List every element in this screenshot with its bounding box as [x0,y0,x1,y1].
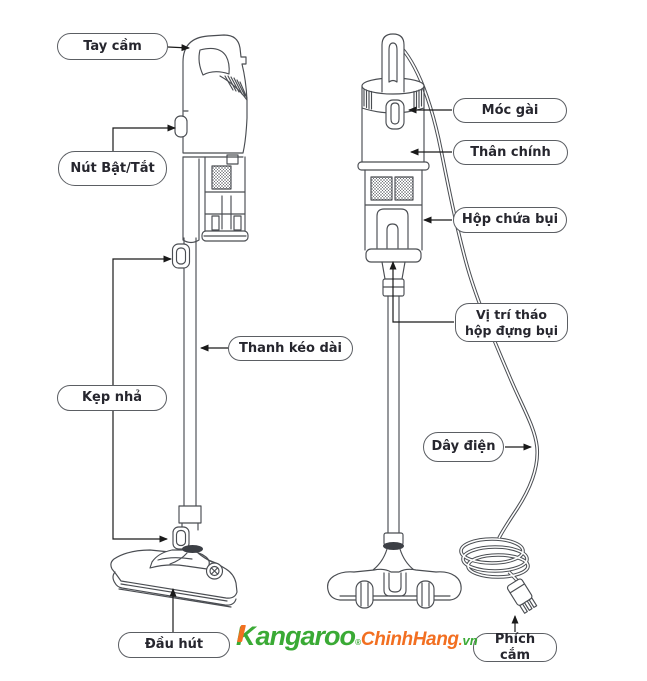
kangaroo-chinhhang-logo: Kangaroo®ChinhHang.vn [236,621,478,652]
power-plug [506,578,538,614]
logo-brand-rest: angaroo [255,621,357,651]
power-cord [396,42,540,586]
logo-domain-dot: . [458,632,463,648]
label-nut-bat-tat: Nút Bật/Tắt [58,151,167,186]
label-vi-tri-thao-hop: Vị trí tháo hộp đựng bụi [455,303,568,342]
logo-registered-mark: ® [355,638,361,647]
logo-brand-initial: K [236,621,256,651]
label-than-chinh: Thân chính [453,140,568,165]
label-moc-gai: Móc gài [453,98,567,123]
label-kep-nha: Kẹp nhả [57,385,167,411]
logo-domain: vn [462,633,478,648]
label-phich-cam: Phích cắm [473,632,557,663]
left-vacuum-drawing [110,34,249,608]
label-day-dien: Dây điện [423,432,504,462]
label-dau-hut: Đầu hút [118,632,230,658]
right-vacuum-drawing [327,33,462,609]
label-tay-cam: Tay cầm [57,33,168,60]
connector-lines [112,44,532,632]
label-hop-chua-bui: Hộp chứa bụi [453,207,567,233]
label-thanh-keo-dai: Thanh kéo dài [228,336,353,361]
logo-suffix: ChinhHang [360,629,459,650]
